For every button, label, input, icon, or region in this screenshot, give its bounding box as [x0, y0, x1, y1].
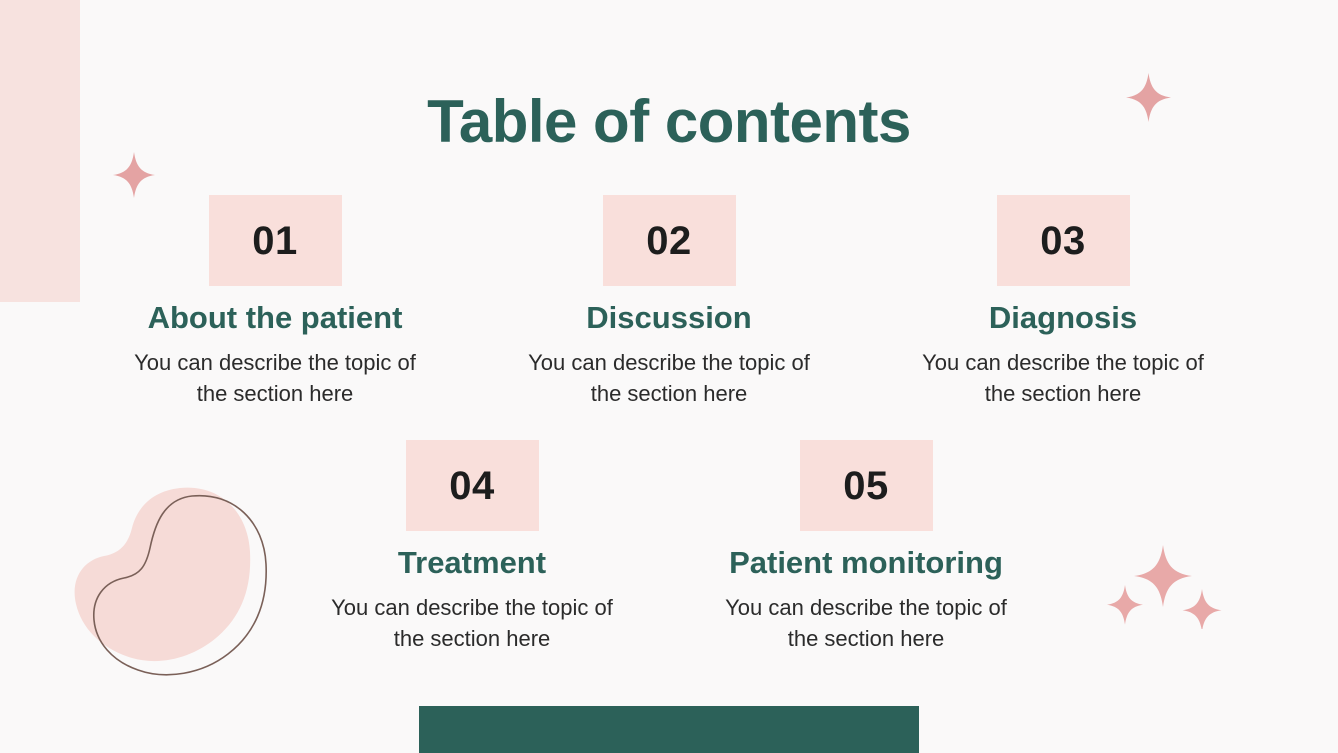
section-description-05: You can describe the topic of the sectio…	[725, 594, 1007, 651]
section-item-02[interactable]: 02 Discussion You can describe the topic…	[472, 195, 866, 409]
page-title: Table of contents	[427, 88, 911, 155]
section-number-02: 02	[646, 218, 692, 263]
section-description-04: You can describe the topic of the sectio…	[331, 594, 613, 651]
pink-rectangle-left-decoration	[0, 0, 80, 302]
organic-blob-decoration	[74, 487, 267, 676]
sections-row-1: 01 About the patient You can describe th…	[0, 195, 1338, 409]
section-item-05[interactable]: 05 Patient monitoring You can describe t…	[669, 440, 1063, 654]
teal-bar-bottom-decoration	[419, 706, 919, 753]
section-number-box-01: 01	[208, 195, 342, 286]
section-number-05: 05	[843, 463, 889, 508]
section-number-box-02: 02	[602, 195, 736, 286]
section-item-04[interactable]: 04 Treatment You can describe the topic …	[275, 440, 669, 654]
section-number-01: 01	[252, 218, 298, 263]
section-description-01: You can describe the topic of the sectio…	[134, 349, 416, 406]
section-item-03[interactable]: 03 Diagnosis You can describe the topic …	[866, 195, 1260, 409]
section-number-box-04: 04	[405, 440, 539, 531]
section-description-02: You can describe the topic of the sectio…	[528, 349, 810, 406]
section-heading-02: Discussion	[586, 300, 752, 335]
sections-row-2: 04 Treatment You can describe the topic …	[0, 440, 1338, 654]
section-item-01[interactable]: 01 About the patient You can describe th…	[78, 195, 472, 409]
section-number-03: 03	[1040, 218, 1086, 263]
section-heading-05: Patient monitoring	[729, 545, 1003, 580]
section-number-04: 04	[449, 463, 495, 508]
section-heading-03: Diagnosis	[988, 300, 1138, 335]
sparkle-top-left-icon	[113, 152, 155, 198]
section-heading-04: Treatment	[397, 545, 547, 580]
section-number-box-03: 03	[996, 195, 1130, 286]
section-heading-01: About the patient	[147, 300, 403, 335]
section-number-box-05: 05	[799, 440, 933, 531]
section-description-03: You can describe the topic of the sectio…	[922, 349, 1204, 406]
